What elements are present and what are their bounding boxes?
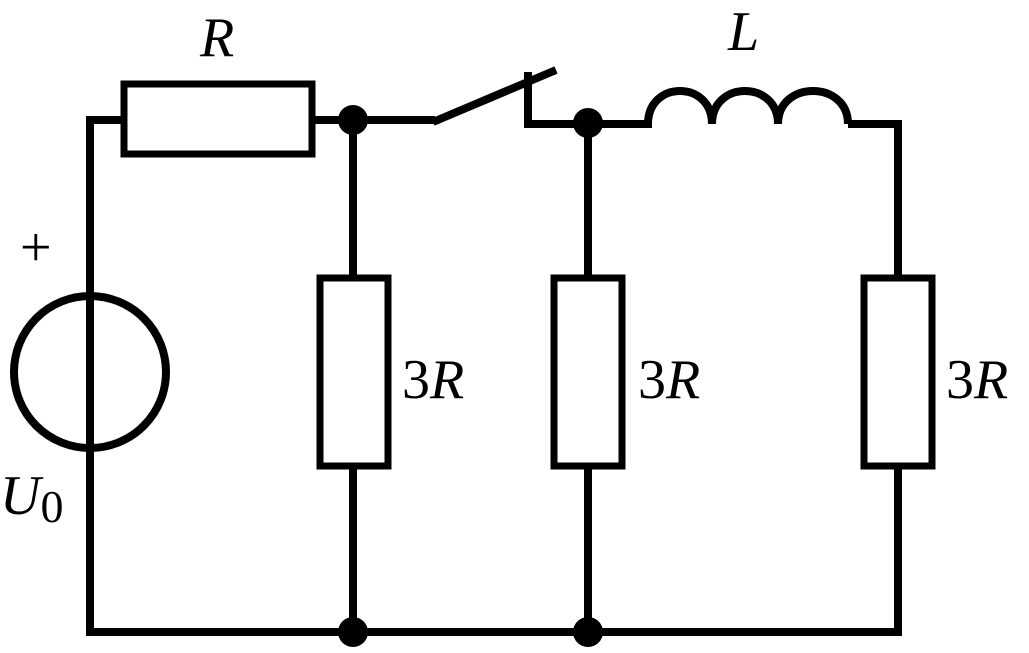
label-resistor-branch-3-prefix: 3 (946, 349, 974, 411)
wire-inductor-right (848, 120, 902, 278)
label-source: U0 (0, 465, 63, 532)
resistor-branch-2 (550, 274, 626, 470)
junction-dot-bottom-2 (573, 617, 603, 647)
junction-dot-top-1 (338, 105, 368, 135)
junction-dot-top-2 (573, 108, 603, 138)
label-series-resistor: R (199, 7, 234, 69)
label-resistor-branch-2-var: R (665, 349, 700, 411)
switch (431, 66, 558, 126)
label-source-name: U (0, 465, 44, 527)
label-source-subscript: 0 (40, 481, 63, 532)
label-resistor-branch-1-prefix: 3 (402, 349, 430, 411)
resistor-branch-1 (316, 274, 392, 470)
switch-blade (431, 66, 558, 126)
label-resistor-branch-3-var: R (973, 349, 1008, 411)
label-source-polarity: + (20, 217, 52, 279)
label-resistor-branch-2-prefix: 3 (638, 349, 666, 411)
label-resistor-branch-1: 3R (402, 349, 464, 411)
resistor-branch-3 (860, 274, 936, 470)
label-inductor: L (727, 1, 759, 63)
junction-dot-bottom-1 (338, 617, 368, 647)
series-resistor (120, 80, 316, 158)
label-resistor-branch-1-var: R (429, 349, 464, 411)
label-resistor-branch-3: 3R (946, 349, 1008, 411)
inductor-coil (640, 87, 852, 128)
label-resistor-branch-2: 3R (638, 349, 700, 411)
voltage-source (10, 292, 170, 452)
